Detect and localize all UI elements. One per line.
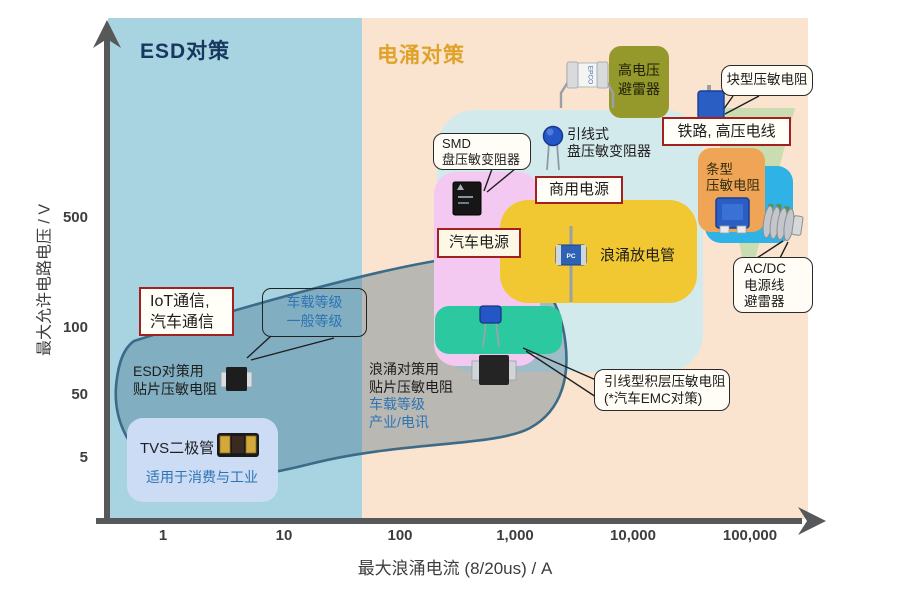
y-tick-100: 100 <box>62 319 88 336</box>
x-tick-1000: 1,000 <box>496 527 534 544</box>
x-axis-title: 最大浪涌电流 (8/20us) / A <box>357 559 553 578</box>
surge-chip-label-line2: 贴片压敏电阻 <box>369 378 453 395</box>
high-voltage-arrester-box: 高电压 避雷器 <box>609 46 669 118</box>
iot-label-line1: IoT通信, <box>150 293 210 310</box>
acdc-bubble-pointer <box>756 240 789 259</box>
tvs-diode-sublabel: 适用于消费与工业 <box>146 469 258 485</box>
x-axis-arrow-icon <box>798 507 826 535</box>
smd-bubble-pointer <box>483 168 516 193</box>
automotive-power-label: 汽车电源 <box>437 228 521 258</box>
vehicle-grade-bubble: 车载等级 一般等级 <box>262 288 367 337</box>
multilayer-bubble-line2: (*汽车EMC对策) <box>604 391 703 406</box>
surge-chip-label: 浪涌对策用 贴片压敏电阻 车载等级 产业/电讯 <box>369 361 453 431</box>
strap-varistor-label: 条型 <box>706 162 733 177</box>
y-tick-50: 50 <box>71 386 88 403</box>
x-axis <box>96 507 826 535</box>
iot-communication-label: IoT通信, 汽车通信 <box>139 287 234 336</box>
x-tick-1: 1 <box>158 527 168 544</box>
acdc-arrester-icon <box>762 203 804 242</box>
railway-label: 铁路, 高压电线 <box>662 117 791 146</box>
esd-chip-label: ESD对策用 贴片压敏电阻 <box>133 362 217 398</box>
grade-bubble-pointer <box>246 335 335 361</box>
surge-discharge-tube-label: 浪涌放电管 <box>600 247 676 264</box>
acdc-bubble-line3: 避雷器 <box>744 294 785 309</box>
smd-bubble-line2: 盘压敏变阻器 <box>442 152 521 167</box>
surge-chip-label-line1: 浪涌对策用 <box>369 361 439 377</box>
block-bubble-pointer <box>720 95 760 115</box>
esd-zone-title: ESD对策 <box>140 40 231 63</box>
tube-brand-text: PC <box>566 253 575 260</box>
x-tick-100000: 100,000 <box>722 527 778 544</box>
acdc-bubble-line1: AC/DC <box>744 261 787 276</box>
y-axis <box>93 20 121 520</box>
surge-tube-area <box>500 200 697 303</box>
y-tick-5: 5 <box>79 449 88 466</box>
block-varistor-bubble: 块型压敏电阻 <box>721 65 813 96</box>
grade-bubble-line2: 一般等级 <box>286 313 343 329</box>
surge-chip-label-line4: 产业/电讯 <box>369 413 429 430</box>
tvs-diode-icon <box>217 433 259 457</box>
commercial-power-label: 商用电源 <box>535 176 623 204</box>
leaded-disc-label-line2: 盘压敏变阻器 <box>567 143 651 159</box>
grade-bubble-line1: 车载等级 <box>286 294 343 310</box>
x-tick-100: 100 <box>387 527 413 544</box>
surge-chip-label-line3: 车载等级 <box>369 396 425 412</box>
esd-chip-label-line2: 贴片压敏电阻 <box>133 381 217 397</box>
y-axis-title: 最大允许电路电压 / V <box>36 204 54 357</box>
acdc-arrester-bubble: AC/DC 电源线 避雷器 <box>733 257 813 313</box>
multilayer-bubble-pointer <box>522 347 597 398</box>
tvs-diode-label: TVS二极管 <box>140 440 215 457</box>
gdt-brand-text: EPCO <box>586 66 593 84</box>
leaded-disc-label-line1: 引线式 <box>567 126 609 142</box>
surge-zone-title: 电涌对策 <box>377 44 465 67</box>
iot-label-line2: 汽车通信 <box>150 314 215 331</box>
surge-discharge-tube-icon: PC <box>555 226 587 302</box>
gdt-arrester-icon: EPCO <box>559 61 615 108</box>
esd-chip-varistor-icon <box>220 367 253 391</box>
x-tick-10: 10 <box>275 527 293 544</box>
hv-arrester-label: 高电压 <box>618 62 660 78</box>
leaded-disc-varistor-icon <box>542 125 564 171</box>
esd-chip-label-line1: ESD对策用 <box>133 363 204 379</box>
multilayer-bubble-line1: 引线型积层压敏电阻 <box>604 374 726 389</box>
smd-disc-varistor-bubble: SMD 盘压敏变阻器 <box>433 133 531 170</box>
hv-arrester-label2: 避雷器 <box>618 81 660 97</box>
smd-bubble-line1: SMD <box>442 136 471 151</box>
leaded-multilayer-varistor-bubble: 引线型积层压敏电阻 (*汽车EMC对策) <box>594 369 730 411</box>
x-tick-10000: 10,000 <box>610 527 656 544</box>
leaded-box-varistor-icon <box>479 305 502 348</box>
y-axis-arrow-icon <box>93 20 121 48</box>
smd-disc-varistor-icon <box>452 181 482 216</box>
leaded-disc-varistor-label: 引线式 盘压敏变阻器 <box>567 126 651 160</box>
acdc-bubble-line2: 电源线 <box>744 277 785 293</box>
strap-varistor-icon <box>715 197 750 234</box>
tvs-diode-box <box>127 418 278 502</box>
strap-varistor-label2: 压敏电阻 <box>706 178 760 193</box>
y-tick-500: 500 <box>62 209 88 226</box>
surge-chip-varistor-icon <box>471 355 517 385</box>
